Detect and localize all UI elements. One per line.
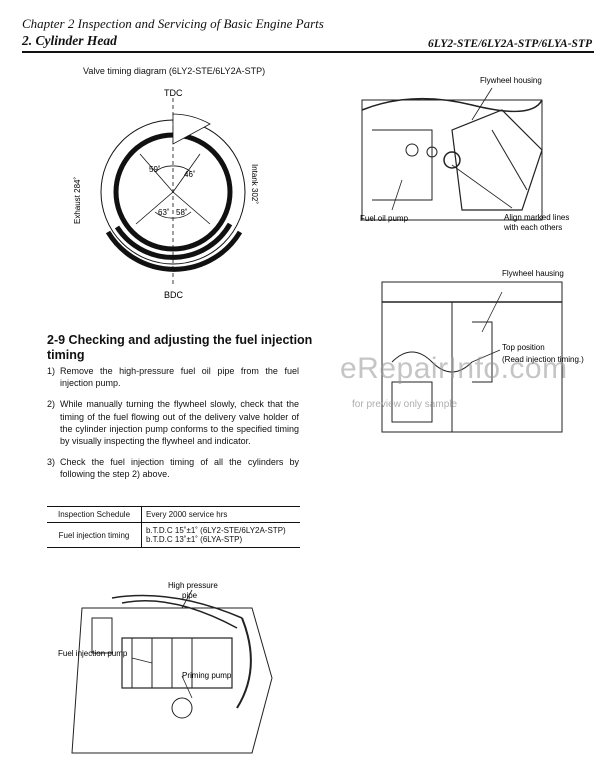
priming-pump-label: Priming pump [182,671,232,680]
step-3: 3) Check the fuel injection timing of al… [47,457,299,480]
angle-63: 63˚ [158,208,170,217]
table-row-label: Fuel injection timing [47,522,142,548]
inspection-table: Inspection Schedule Every 2000 service h… [47,506,300,548]
high-pressure-label: High pressure [168,581,218,590]
fuel-pump-figure: Flywheel housing Fuel oil pump Align mar… [360,76,569,232]
fuel-oil-pump-label: Fuel oil pump [360,214,409,223]
angle-46: 46˚ [184,170,196,179]
header-rule [22,51,594,53]
pipe-label: pipe [182,591,198,600]
step-1: 1) Remove the high-pressure fuel oil pip… [47,366,299,389]
top-position-label: Top position [502,343,545,352]
table-header-schedule: Inspection Schedule [47,506,142,523]
fuel-injection-section-title: 2-9 Checking and adjusting the fuel inje… [47,333,313,362]
angle-58: 58˚ [176,208,188,217]
intake-label: Intank 302˚ [250,164,259,204]
fuel-injection-pump-label: Fuel injection pump [58,649,128,658]
exhaust-label: Exhaust 284˚ [73,177,82,224]
flywheel-figure: Flywheel hausing Top position (Read inje… [381,269,584,433]
procedure-steps: 1) Remove the high-pressure fuel oil pip… [47,365,299,490]
chapter-title: Chapter 2 Inspection and Servicing of Ba… [22,16,324,31]
section-title: 2. Cylinder Head [22,33,117,48]
angle-59: 59˚ [149,165,161,174]
table-row-value: b.T.D.C 15˚±1˚ (6LY2-STE/6LY2A-STP) b.T.… [141,522,300,548]
valve-timing-diagram: TDC BDC 59˚ 46˚ 63˚ 58˚ Exhaust 284˚ Int… [73,88,259,300]
table-row: Fuel injection timing b.T.D.C 15˚±1˚ (6L… [47,522,300,548]
bdc-label: BDC [164,290,184,300]
align-marks-label: Align marked lines [504,213,569,222]
table-header-row: Inspection Schedule Every 2000 service h… [47,506,300,523]
with-each-others-label: with each others [503,223,562,232]
tdc-label: TDC [164,88,183,98]
watermark: eRepairInfo.com [340,352,568,385]
flywheel-housing-label: Flywheel housing [480,76,542,85]
flywheel-hausing-label: Flywheel hausing [502,269,564,278]
model-list: 6LY2-STE/6LY2A-STP/6LYA-STP [428,38,592,50]
read-timing-label: (Read injection timing.) [502,355,584,364]
injection-pump-figure: High pressure pipe Fuel injection pump P… [58,581,273,754]
table-header-interval: Every 2000 service hrs [141,506,300,523]
watermark-sub: for preview only sample [352,399,458,410]
step-2: 2) While manually turning the flywheel s… [47,399,299,447]
valve-diagram-title: Valve timing diagram (6LY2-STE/6LY2A-STP… [83,66,266,76]
